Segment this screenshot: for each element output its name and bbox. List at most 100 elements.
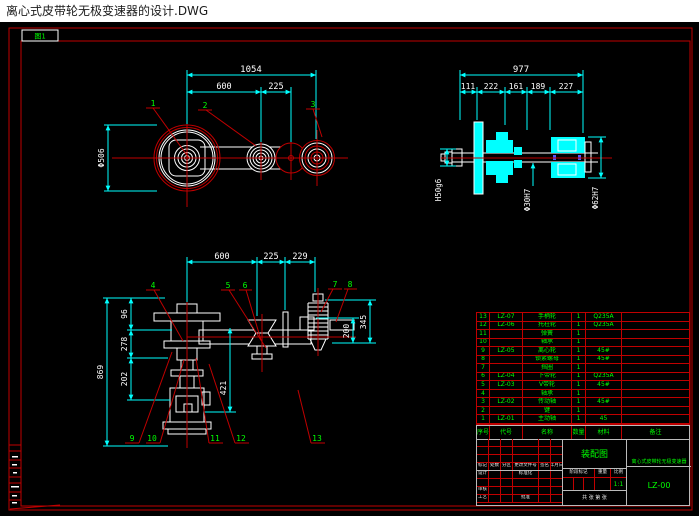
front-view-balloons: 4 5 6 7 8 9 10 11 12 13 xyxy=(125,280,357,444)
bom-header-remarks: 备注 xyxy=(649,428,662,436)
dim-278: 278 xyxy=(120,337,129,352)
bom-name: 下带轮 xyxy=(523,372,572,381)
bom-code: LZ-01 xyxy=(490,415,523,423)
revision-header-row: 标记 处数 分区 更改文件号 签名 年月日 xyxy=(477,463,562,471)
bom-material: 45# xyxy=(586,381,622,389)
bom-code xyxy=(490,406,523,415)
front-view-dim-lines xyxy=(103,257,376,447)
bom-material xyxy=(586,389,622,398)
drawing-title: 离心式皮带轮无极变速器 xyxy=(627,439,691,467)
bom-name: 手柄轮 xyxy=(523,313,572,321)
rev-count-label: 处数 xyxy=(490,463,501,470)
bom-remarks xyxy=(622,322,689,330)
bom-code: LZ-02 xyxy=(490,398,523,406)
dim-161: 161 xyxy=(509,82,524,91)
dim-111: 111 xyxy=(461,82,476,91)
bom-no: 8 xyxy=(477,355,490,364)
stage-mark-cells xyxy=(563,478,595,490)
corner-label: 图1 xyxy=(34,33,45,41)
bom-remarks xyxy=(622,373,689,381)
bom-name: 传动轴 xyxy=(523,398,572,406)
bom-no: 12 xyxy=(477,321,490,330)
bom-material: 45 xyxy=(586,415,622,423)
bom-remarks xyxy=(622,364,689,372)
bom-material xyxy=(586,406,622,415)
revision-empty-row xyxy=(477,439,562,447)
dim-1054: 1054 xyxy=(240,65,262,75)
binding-strip-marks xyxy=(11,456,19,504)
dim-977: 977 xyxy=(513,65,529,75)
dim-225-front: 225 xyxy=(263,252,278,262)
table-row: 5 LZ-03 V带轮 1 45# xyxy=(477,381,689,390)
top-view-balloons: 1 2 3 xyxy=(146,99,323,159)
top-view: 1054 600 225 Φ506 1 2 3 xyxy=(97,65,348,207)
table-row: 2 键 1 xyxy=(477,406,689,416)
bom-qty: 1 xyxy=(572,415,586,423)
approve-label: 批准 xyxy=(513,495,539,502)
front-view-centerlines xyxy=(186,288,356,448)
revision-empty-row xyxy=(477,455,562,463)
bom-name: 弹簧 xyxy=(523,330,572,338)
bom-no: 13 xyxy=(477,313,490,321)
bom-material xyxy=(586,364,622,372)
stage-weight-scale-values: 1:1 xyxy=(563,478,626,491)
drawing-number: LZ-00 xyxy=(647,481,671,490)
dim-227: 227 xyxy=(559,82,574,91)
stage-label: 阶段标记 xyxy=(563,469,595,477)
bom-remarks xyxy=(622,347,689,355)
bom-remarks xyxy=(622,381,689,389)
table-row: 7 挡圈 1 xyxy=(477,364,689,373)
check-row: 审核 xyxy=(477,487,562,495)
bom-material xyxy=(586,330,622,338)
dim-189: 189 xyxy=(531,82,546,91)
table-row: 8 锁紧螺母 1 45# xyxy=(477,355,689,365)
stage-weight-scale-header: 阶段标记 重量 比例 xyxy=(563,469,626,478)
bom-code xyxy=(490,364,523,372)
balloon-3: 3 xyxy=(311,100,316,109)
rev-date-label: 年月日 xyxy=(551,463,562,469)
balloon-4: 4 xyxy=(151,281,156,290)
design-label: 设计 xyxy=(478,471,489,478)
dim-phi506: Φ506 xyxy=(97,148,106,167)
standardize-label: 标准化 xyxy=(513,471,539,478)
dim-222: 222 xyxy=(484,82,499,91)
scale-label: 比例 xyxy=(614,469,623,475)
dim-229-front: 229 xyxy=(292,252,307,262)
bom-code xyxy=(490,338,523,347)
process-label: 工艺 xyxy=(478,495,489,502)
bom-no: 3 xyxy=(477,398,490,406)
table-row: 13 LZ-07 手柄轮 1 Q235A xyxy=(477,313,689,322)
bom-no: 1 xyxy=(477,415,490,423)
dim-200: 200 xyxy=(342,324,351,339)
bom-name: 托柱轮 xyxy=(523,321,572,330)
bom-remarks xyxy=(622,356,689,364)
balloon-2: 2 xyxy=(203,101,208,110)
bom-header-code: 代号 xyxy=(490,426,523,439)
balloon-10: 10 xyxy=(147,434,157,443)
bom-no: 9 xyxy=(477,347,490,355)
bom-no: 7 xyxy=(477,364,490,372)
cad-canvas: 图1 xyxy=(8,27,693,511)
table-row: 12 LZ-06 托柱轮 1 Q235A xyxy=(477,321,689,331)
balloon-1: 1 xyxy=(151,99,156,108)
label-phi62h7: Φ62H7 xyxy=(591,187,600,210)
bom-code xyxy=(490,355,523,364)
dim-869: 869 xyxy=(96,365,105,380)
bom-remarks xyxy=(622,313,689,321)
bom-qty: 1 xyxy=(572,330,586,338)
bom-qty: 1 xyxy=(572,355,586,364)
bom-no: 5 xyxy=(477,381,490,389)
bom-no: 10 xyxy=(477,338,490,347)
parts-list-table: 13 LZ-07 手柄轮 1 Q235A 12 LZ-06 托柱轮 1 Q235… xyxy=(476,312,690,425)
front-view: 600 225 229 96 278 202 869 421 200 345 4… xyxy=(96,252,376,448)
bom-remarks xyxy=(622,407,689,415)
bom-code: LZ-06 xyxy=(490,321,523,330)
bom-code xyxy=(490,389,523,398)
rev-zone-label: 分区 xyxy=(502,463,513,470)
design-row: 设计 标准化 xyxy=(477,471,562,479)
dim-345: 345 xyxy=(359,315,368,330)
bom-qty: 1 xyxy=(572,321,586,330)
table-row: 3 LZ-02 传动轴 1 45# xyxy=(477,398,689,407)
rev-sign-label: 签名 xyxy=(540,463,551,470)
